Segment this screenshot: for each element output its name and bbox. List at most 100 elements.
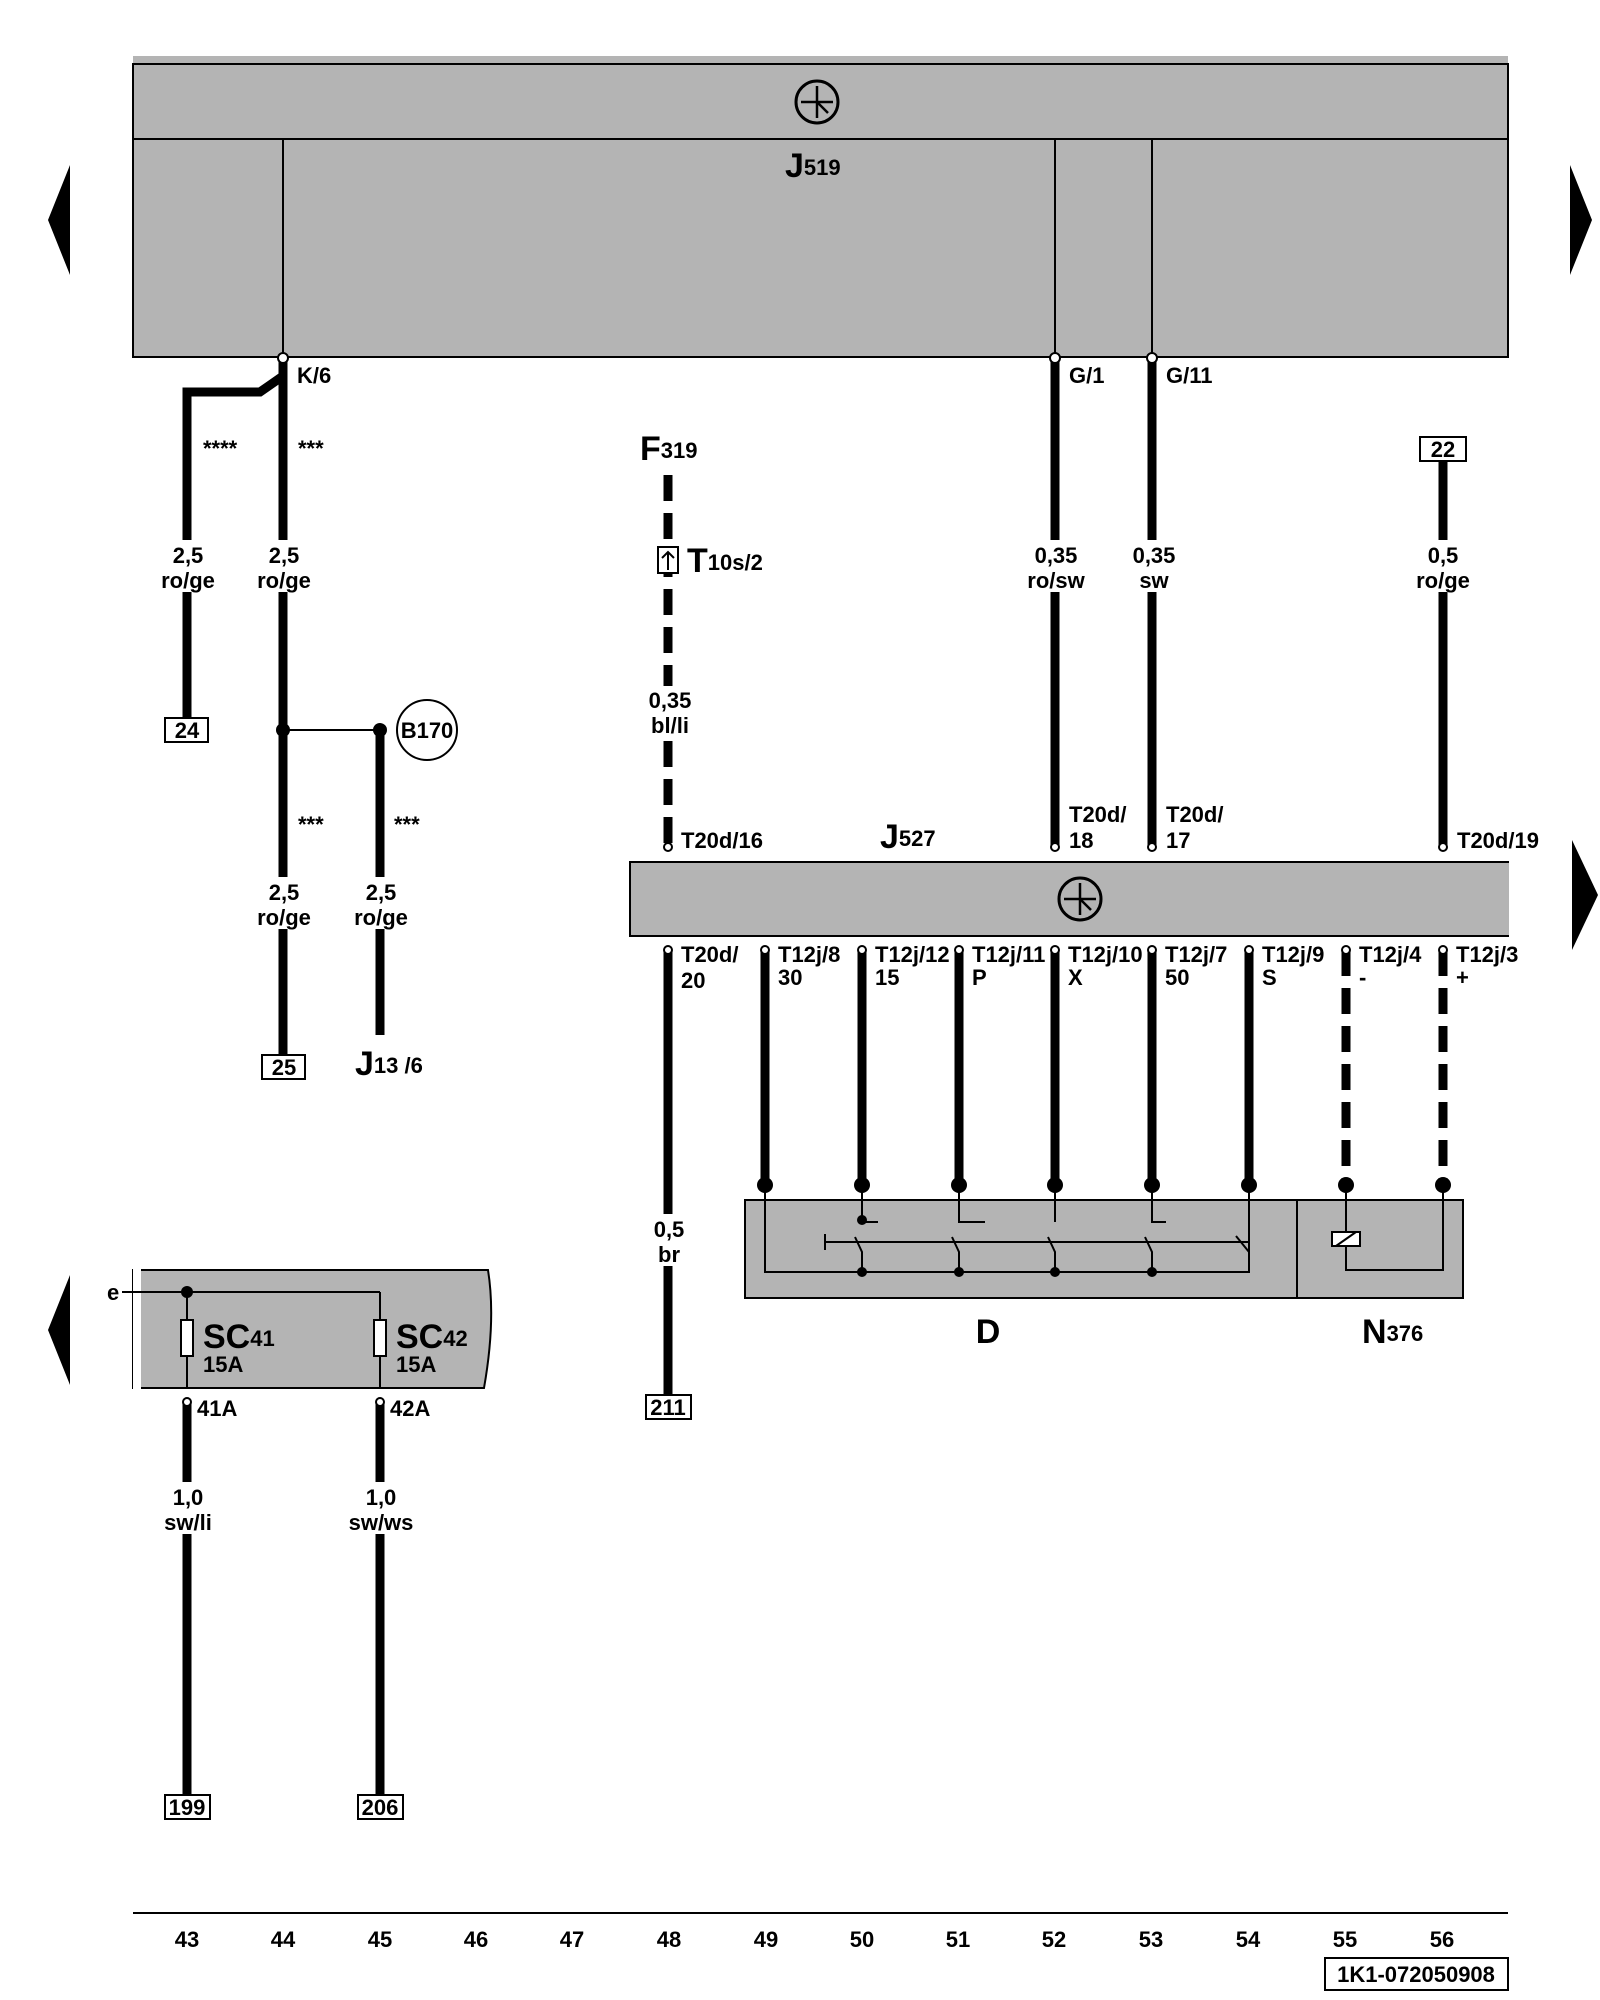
grid-number: 46 bbox=[464, 1927, 488, 1952]
j527-label: J527 bbox=[880, 818, 936, 856]
sc42-label: SC42 bbox=[396, 1318, 468, 1356]
control-unit-j527 bbox=[629, 861, 1511, 937]
wire-color-w8: ro/ge bbox=[1416, 568, 1470, 593]
pin-t12j3: T12j/3 bbox=[1456, 942, 1518, 967]
wire-size-w10: 1,0 bbox=[173, 1485, 204, 1510]
pin-t12j11: T12j/11 bbox=[972, 942, 1045, 967]
wire-color-w2: ro/ge bbox=[257, 568, 311, 593]
ignition-switch-d bbox=[744, 1185, 1298, 1299]
ref-box-22[interactable] bbox=[1419, 436, 1467, 462]
grid-number-row: 43 44 45 46 47 48 49 50 51 52 53 54 55 5… bbox=[175, 1927, 1454, 1952]
ref-box-24[interactable] bbox=[164, 717, 209, 743]
grid-number: 48 bbox=[657, 1927, 681, 1952]
relay-n376 bbox=[1296, 1185, 1464, 1299]
pin-t20d19: T20d/19 bbox=[1457, 828, 1539, 853]
doc-code: 1K1-072050908 bbox=[1337, 1962, 1495, 1987]
wire-color-w11: sw/ws bbox=[349, 1510, 414, 1535]
wire-size-w6: 0,35 bbox=[1035, 543, 1078, 568]
wire-size-w1: 2,5 bbox=[173, 543, 204, 568]
control-unit-j519: J519 bbox=[132, 56, 1509, 358]
pin-t12j4: T12j/4 bbox=[1359, 942, 1422, 967]
b170-label: B170 bbox=[401, 718, 454, 743]
ref-199: 199 bbox=[169, 1795, 206, 1820]
pin-func-plus: + bbox=[1456, 965, 1469, 990]
pin-t20d18-b: 18 bbox=[1069, 828, 1093, 853]
t10s-label: T10s/2 bbox=[687, 542, 763, 580]
pin-t12j8: T12j/8 bbox=[778, 942, 840, 967]
grid-number: 45 bbox=[368, 1927, 392, 1952]
ref-box-199[interactable] bbox=[164, 1794, 211, 1820]
pin-func-p: P bbox=[972, 965, 987, 990]
pin-42a: 42A bbox=[390, 1396, 430, 1421]
nav-arrow-left-bottom[interactable] bbox=[48, 1275, 70, 1385]
fuse-holder-sc bbox=[122, 1262, 493, 1392]
grid-number: 53 bbox=[1139, 1927, 1163, 1952]
pin-t12j7: T12j/7 bbox=[1165, 942, 1227, 967]
fuse-sc42-icon bbox=[373, 1319, 387, 1357]
grid-number: 44 bbox=[271, 1927, 296, 1952]
pin-t20d17-b: 17 bbox=[1166, 828, 1190, 853]
pin-func-15: 15 bbox=[875, 965, 899, 990]
ref-box-211[interactable] bbox=[645, 1394, 692, 1420]
fuse-sc41-icon bbox=[180, 1319, 194, 1357]
wire-size-w3: 2,5 bbox=[269, 880, 300, 905]
grid-number: 49 bbox=[754, 1927, 778, 1952]
electronic-symbol-icon bbox=[794, 79, 840, 125]
j519-label: J519 bbox=[785, 147, 841, 185]
pin-t12j12: T12j/12 bbox=[875, 942, 950, 967]
pin-g1: G/1 bbox=[1069, 363, 1104, 388]
stars-3a: *** bbox=[298, 436, 324, 461]
wire-size-w4: 2,5 bbox=[366, 880, 397, 905]
nav-arrow-right-mid[interactable] bbox=[1572, 840, 1598, 950]
pin-t12j9: T12j/9 bbox=[1262, 942, 1324, 967]
wire-color-w5: bl/li bbox=[651, 713, 689, 738]
ref-211: 211 bbox=[650, 1395, 686, 1420]
wire-size-w7: 0,35 bbox=[1133, 543, 1176, 568]
wire-color-w10: sw/li bbox=[164, 1510, 212, 1535]
grid-number: 47 bbox=[560, 1927, 584, 1952]
wire-color-w1: ro/ge bbox=[161, 568, 215, 593]
grid-number: 43 bbox=[175, 1927, 199, 1952]
pin-g11: G/11 bbox=[1166, 363, 1212, 388]
sc41-rating: 15A bbox=[203, 1352, 243, 1377]
d-label: D bbox=[976, 1313, 1001, 1351]
stars-3b: *** bbox=[298, 812, 324, 837]
pin-t20d20-b: 20 bbox=[681, 968, 705, 993]
ref-22: 22 bbox=[1431, 437, 1455, 462]
grid-number: 55 bbox=[1333, 1927, 1357, 1952]
wire-size-w11: 1,0 bbox=[366, 1485, 397, 1510]
wire-color-w9: br bbox=[658, 1242, 680, 1267]
ref-25: 25 bbox=[272, 1055, 296, 1080]
pin-t20d20-a: T20d/ bbox=[681, 942, 738, 967]
n376-label: N376 bbox=[1362, 1313, 1423, 1351]
grid-number: 56 bbox=[1430, 1927, 1454, 1952]
nav-arrow-right-top[interactable] bbox=[1570, 165, 1592, 275]
wire-size-w5: 0,35 bbox=[649, 688, 692, 713]
wire-color-w6: ro/sw bbox=[1027, 568, 1085, 593]
ground-point-b170 bbox=[396, 699, 458, 761]
pin-func-s: S bbox=[1262, 965, 1277, 990]
wire-size-w9: 0,5 bbox=[654, 1217, 685, 1242]
terminal-e: e bbox=[107, 1280, 119, 1305]
f319-label: F319 bbox=[640, 430, 698, 468]
wire-color-w3: ro/ge bbox=[257, 905, 311, 930]
pin-func-50: 50 bbox=[1165, 965, 1189, 990]
nav-arrow-left-top[interactable] bbox=[48, 165, 70, 275]
wire-size-w8: 0,5 bbox=[1428, 543, 1459, 568]
ref-206: 206 bbox=[362, 1795, 399, 1820]
stars-4: **** bbox=[203, 436, 238, 461]
wire-color-w4: ro/ge bbox=[354, 905, 408, 930]
pin-t20d17-a: T20d/ bbox=[1166, 802, 1223, 827]
electronic-symbol-icon bbox=[1057, 876, 1103, 922]
wire-color-w7: sw bbox=[1139, 568, 1169, 593]
grid-number: 54 bbox=[1236, 1927, 1261, 1952]
pin-func-30: 30 bbox=[778, 965, 802, 990]
ref-24: 24 bbox=[175, 718, 200, 743]
ref-box-25[interactable] bbox=[261, 1054, 306, 1080]
grid-number: 52 bbox=[1042, 1927, 1066, 1952]
ref-box-206[interactable] bbox=[357, 1794, 404, 1820]
pin-k6: K/6 bbox=[297, 363, 331, 388]
sc41-label: SC41 bbox=[203, 1318, 275, 1356]
pin-t20d16: T20d/16 bbox=[681, 828, 763, 853]
